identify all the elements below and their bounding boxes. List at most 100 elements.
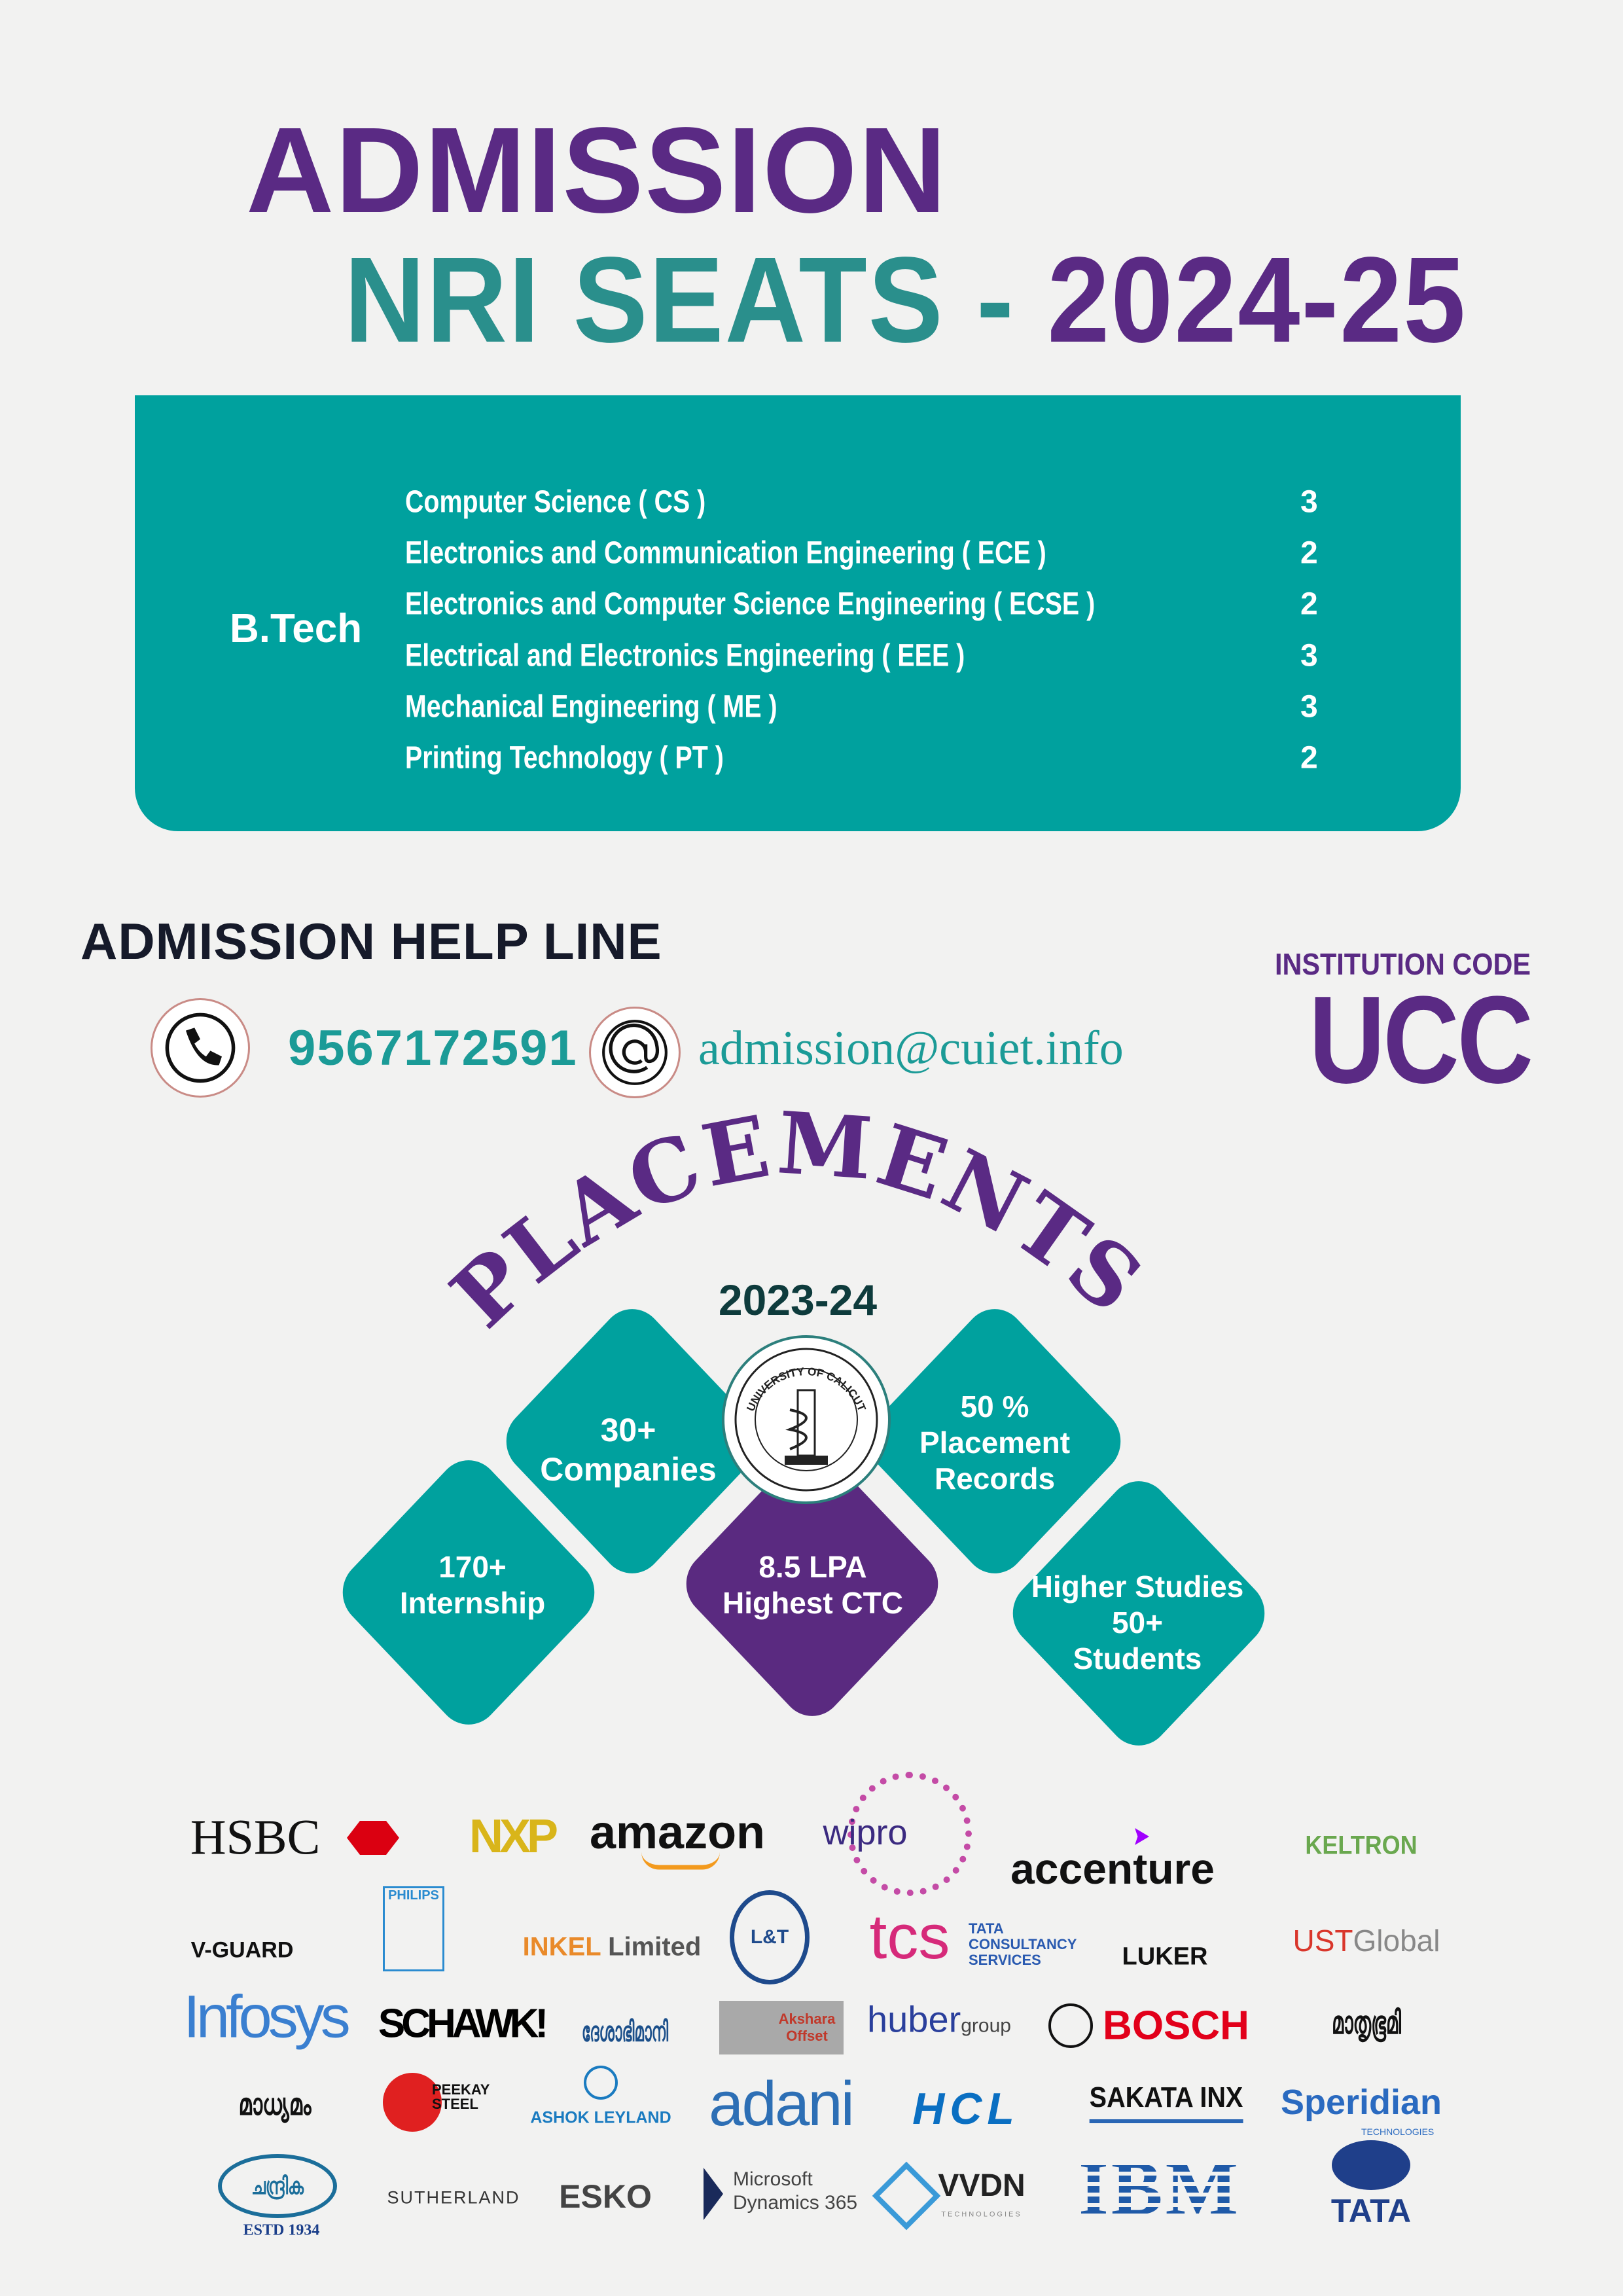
logo-ibm: IBM (1079, 2144, 1241, 2233)
logo-tata: TATA (1330, 2193, 1412, 2229)
program-seats: 3 (1300, 484, 1318, 520)
logo-sakata-inx: SAKATA INX (1089, 2081, 1243, 2123)
dynamics-text: Dynamics 365 (733, 2192, 858, 2214)
nri-seats-heading: NRI SEATS - 2024-25 (344, 240, 1467, 361)
logo-infosys: Infosys (183, 1983, 350, 2051)
logo-philips: PHILIPS (383, 1886, 444, 1971)
chandrika-estd: ESTD 1934 (243, 2221, 320, 2239)
stat-value: 50+ (1111, 1605, 1164, 1640)
logo-hsbc: HSBC (190, 1810, 321, 1865)
logo-akshara-offset: Akshara Offset (719, 2001, 844, 2054)
programs-panel (135, 395, 1461, 831)
global-text: Global (1353, 1924, 1440, 1958)
program-seats: 3 (1300, 638, 1318, 673)
huber-group-text: group (961, 2015, 1011, 2037)
stat-label: Students (1073, 1641, 1202, 1676)
program-seats: 2 (1300, 586, 1318, 622)
amazon-smile-icon (641, 1852, 720, 1870)
program-name: Electrical and Electronics Engineering (… (405, 638, 965, 673)
logo-nxp: NXP (469, 1810, 558, 1863)
ashok-leyland-emblem-icon (584, 2066, 618, 2100)
stat-label: Higher Studies (1031, 1570, 1244, 1604)
vvdn-subtitle: TECHNOLOGIES (941, 2210, 1022, 2219)
inkel-limited-text: Limited (608, 1932, 702, 1962)
stat-placement: 50 % Placement Records (919, 1389, 1070, 1498)
philips-text: PHILIPS (388, 1888, 439, 1903)
wipro-dots-icon (847, 1772, 972, 1896)
tata-emblem-icon (1332, 2140, 1410, 2190)
hsbc-hexagon-icon (347, 1821, 399, 1855)
logo-hcl: HCL (912, 2084, 1020, 2134)
logo-inkel: INKEL Limited (523, 1933, 702, 1962)
logo-ashok-leyland: ASHOK LEYLAND (530, 2108, 671, 2127)
logo-wipro: wipro (823, 1813, 908, 1852)
admission-heading: ADMISSION (246, 103, 948, 238)
chandrika-text: ചന്ദ്രിക (251, 2172, 304, 2199)
nri-seats-label: NRI SEATS (344, 232, 944, 368)
lt-text: L&T (750, 1926, 789, 1948)
helpline-title: ADMISSION HELP LINE (80, 912, 662, 970)
logo-madhyamam: മാധ്യമം (238, 2087, 312, 2121)
stat-label: Placement (919, 1426, 1071, 1460)
program-seats: 3 (1300, 689, 1318, 725)
stat-label: Companies (540, 1451, 717, 1488)
logo-adani: adani (709, 2069, 855, 2139)
akshara-text: Akshara Offset (778, 2011, 836, 2044)
stat-ctc: 8.5 LPA Highest CTC (722, 1549, 903, 1621)
logo-lt: L&T (730, 1890, 810, 1984)
logo-keltron: KELTRON (1305, 1831, 1418, 1860)
logo-esko: ESKO (559, 2178, 652, 2215)
phone-number-link[interactable]: 9567172591 (288, 1020, 578, 1076)
academic-year: 2024-25 (1047, 232, 1467, 368)
heading-dash: - (976, 232, 1015, 368)
stat-higher-studies: Higher Studies 50+ Students (1031, 1569, 1244, 1677)
stat-value: 8.5 LPA (758, 1549, 867, 1584)
inkel-text: INKEL (522, 1932, 601, 1962)
phone-icon (151, 998, 250, 1098)
logo-luker: LUKER (1122, 1943, 1208, 1971)
logo-chandrika: ചന്ദ്രിക (218, 2154, 337, 2218)
program-name: Printing Technology ( PT ) (405, 740, 724, 776)
tcs-subtitle: TATA CONSULTANCY SERVICES (969, 1920, 1077, 1969)
logo-speridian: Speridian (1280, 2083, 1442, 2122)
logo-vvdn: VVDN (938, 2168, 1026, 2203)
institution-code: UCC (1309, 971, 1533, 1109)
institution-code-label: INSTITUTION CODE (1275, 947, 1531, 981)
program-name: Computer Science ( CS ) (405, 484, 706, 520)
logo-tcs: tcs (869, 1902, 950, 1972)
speridian-subtitle: TECHNOLOGIES (1361, 2126, 1435, 2137)
huber-text: huber (867, 1998, 961, 2040)
logo-bosch: BOSCH (1103, 2003, 1249, 2049)
program-name: Electronics and Communication Engineerin… (405, 535, 1046, 571)
stat-value: 50 % (960, 1390, 1029, 1424)
ust-text: UST (1293, 1924, 1353, 1958)
placements-year: 2023-24 (718, 1276, 878, 1324)
logo-amazon: amazon (589, 1806, 766, 1859)
program-name: Electronics and Computer Science Enginee… (405, 586, 1096, 622)
stat-label: Records (934, 1462, 1056, 1496)
program-seats: 2 (1300, 740, 1318, 776)
peekay-circle-icon (383, 2073, 442, 2132)
logo-peekay-steel: PEEKAY STEEL (432, 2081, 490, 2112)
logo-mathrubhumi: മാതൃഭൂമി (1331, 2006, 1402, 2041)
stat-label: Internship (399, 1586, 546, 1620)
program-seats: 2 (1300, 535, 1318, 571)
stat-companies: 30+ Companies (540, 1410, 717, 1489)
university-seal-logo: UNIVERSITY OF CALICUT (722, 1335, 891, 1504)
bosch-armature-icon (1048, 2003, 1093, 2048)
stat-label: Highest CTC (722, 1586, 903, 1620)
stat-value: 30+ (600, 1412, 656, 1448)
at-icon (589, 1007, 681, 1098)
logo-ust-global: USTGlobal (1293, 1923, 1440, 1958)
logo-deshabhimani: ദേശാഭിമാനി (581, 2016, 669, 2047)
email-link[interactable]: admission@cuiet.info (698, 1022, 1124, 1075)
program-name: Mechanical Engineering ( ME ) (405, 689, 777, 725)
logo-huber: hubergroup (867, 1998, 1011, 2041)
logo-accenture: accenture (1010, 1844, 1215, 1893)
logo-vguard: V-GUARD (190, 1937, 294, 1963)
logo-sutherland: SUTHERLAND (387, 2187, 520, 2208)
degree-label: B.Tech (230, 606, 363, 651)
stat-value: 170+ (438, 1549, 507, 1584)
